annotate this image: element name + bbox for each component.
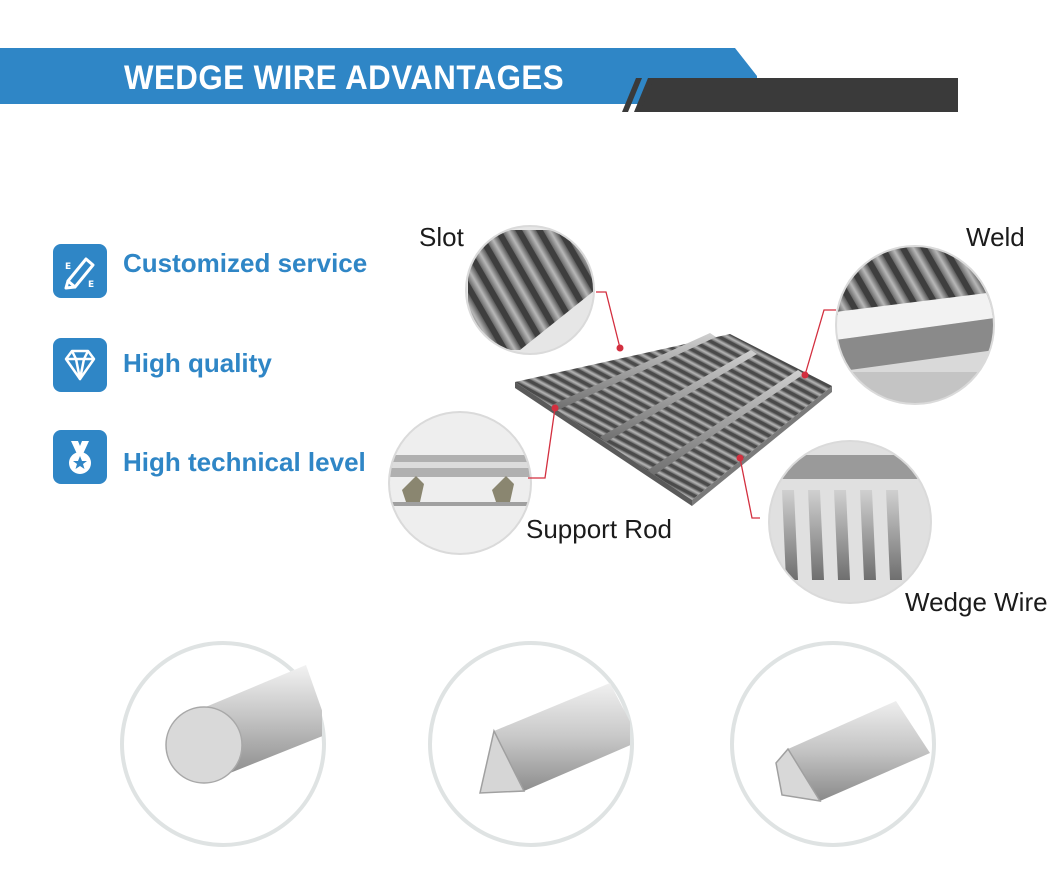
weld-marker (801, 371, 809, 379)
support-rod-marker (551, 404, 559, 412)
advantage-label: High quality (123, 348, 272, 378)
support-rod-label: Support Rod (526, 514, 672, 544)
header-banner (0, 48, 958, 112)
page-title: WEDGE WIRE ADVANTAGES (124, 59, 565, 97)
pencil-edit-icon: E E (53, 244, 107, 298)
advantage-label: Customized service (123, 248, 368, 278)
wedge-wire-label: Wedge Wire (905, 587, 1048, 617)
advantage-label: High technical level (123, 447, 366, 477)
medal-icon (53, 430, 107, 484)
wedge-wire-panel-diagram (388, 225, 995, 604)
wedge-wire-marker (736, 454, 744, 462)
trapezoid-wedge-profile (730, 641, 936, 847)
diamond-icon (53, 338, 107, 392)
advantage-item-technical (53, 430, 107, 484)
triangular-wedge-profile (428, 641, 640, 847)
wedge-wire-panel (515, 333, 832, 506)
weld-zoom-photo (835, 245, 995, 405)
weld-label: Weld (966, 222, 1025, 252)
svg-text:E: E (65, 262, 71, 272)
callout-leader-lines (528, 291, 836, 519)
advantage-item-quality (53, 338, 107, 392)
slot-marker (616, 344, 624, 352)
support-rod (552, 333, 716, 410)
support-rod-zoom-photo (388, 411, 532, 555)
round-rod-profile (120, 641, 330, 847)
support-rod (648, 370, 804, 475)
slot-zoom-photo (465, 225, 595, 355)
wedge-wire-zoom-photo (768, 440, 932, 604)
svg-text:E: E (88, 280, 94, 290)
slot-label: Slot (419, 222, 464, 252)
support-rod (600, 350, 757, 442)
advantage-item-customized: E E (53, 244, 107, 298)
